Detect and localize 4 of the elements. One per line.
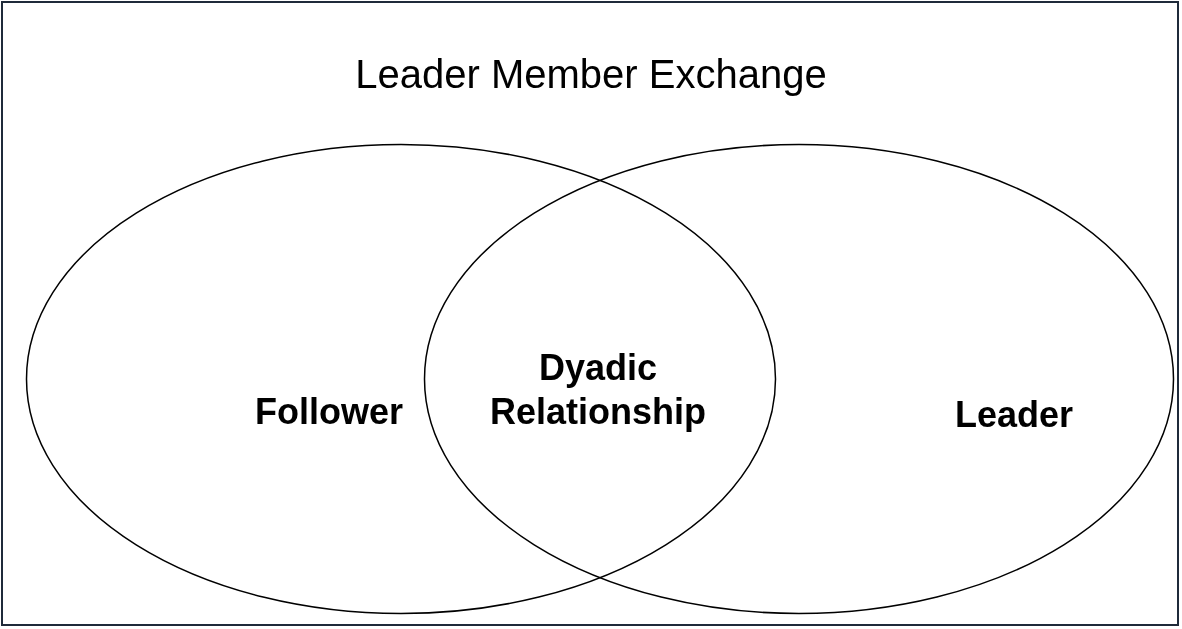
- diagram-title: Leader Member Exchange: [355, 52, 827, 97]
- set-label: Leader: [955, 393, 1074, 437]
- overlap-label: Dyadic Relationship: [478, 346, 718, 434]
- set-label: Follower: [255, 390, 403, 434]
